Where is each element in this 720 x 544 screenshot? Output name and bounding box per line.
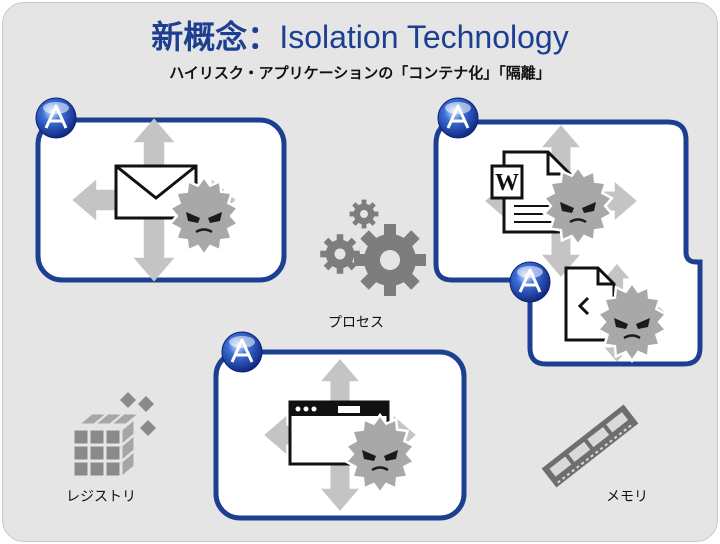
memory-chip-icon (541, 404, 639, 488)
registry-cubes-icon (73, 392, 156, 478)
isolation-logo-icon (220, 330, 264, 374)
title-kanji: 新概念 (151, 18, 248, 56)
isolation-logo-icon (34, 96, 78, 140)
isolation-logo-icon (508, 260, 552, 304)
isolation-logo-icon (436, 96, 480, 140)
title-english: Isolation Technology (279, 19, 569, 55)
page-title: 新概念：Isolation Technology (0, 12, 720, 58)
title-separator: ： (247, 18, 280, 56)
container-browser (213, 330, 467, 521)
container-email (34, 96, 287, 283)
gears-icon (320, 199, 426, 296)
label-process: プロセス (328, 315, 384, 331)
container-documents: W (433, 96, 703, 367)
label-memory: メモリ (606, 489, 648, 505)
label-registry: レジストリ (66, 489, 136, 505)
word-letter: W (495, 170, 519, 196)
page-subtitle: ハイリスク・アプリケーションの「コンテナ化」「隔離」 (169, 64, 551, 82)
